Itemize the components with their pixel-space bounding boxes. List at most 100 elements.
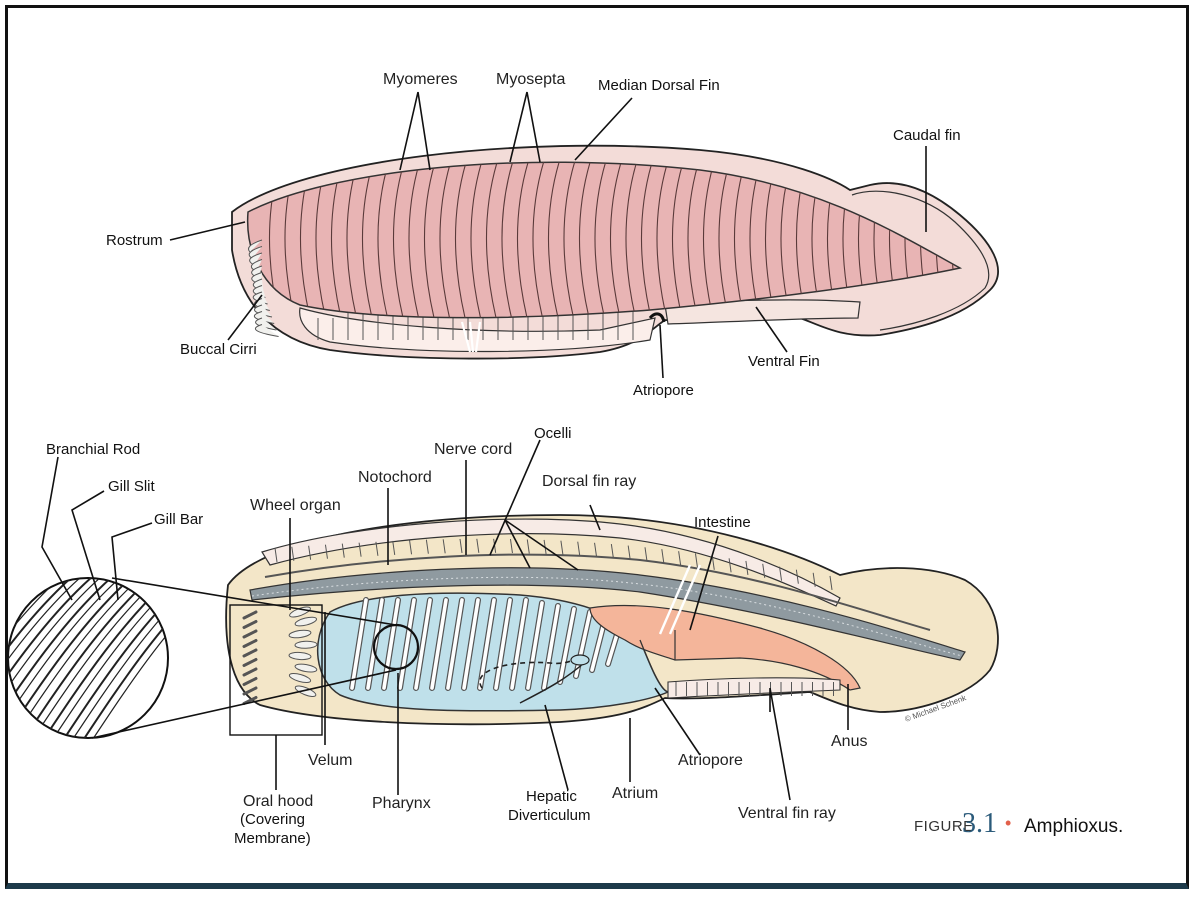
dorsal-fin-ray-line	[627, 545, 631, 560]
myomere-line	[516, 162, 533, 318]
dorsal-fin-ray-line	[324, 544, 328, 559]
oral-cirrus	[242, 658, 258, 667]
top-animal	[231, 144, 999, 360]
bottom-leader-lines	[41, 439, 849, 801]
buccal-cirrus	[248, 239, 263, 253]
oral-cirrus	[242, 629, 258, 639]
zoom-gill-bar-line	[8, 578, 141, 738]
dorsal-fin-ray-line	[291, 546, 295, 561]
zoom-gill-bar-line	[8, 578, 121, 738]
label-atriopore-top: Atriopore	[633, 382, 694, 399]
label-ventral-fin-ray: Ventral fin ray	[738, 805, 836, 822]
gill-slit-fill	[542, 604, 560, 690]
wheel-organ-finger	[294, 616, 318, 627]
dorsal-fin-ray-line	[392, 540, 396, 556]
label-hepatic: Hepatic	[526, 788, 577, 805]
wheel-organ-finger	[294, 640, 318, 649]
dorsal-fin-ray-line	[476, 538, 480, 553]
dorsal-fin-ray-line	[594, 542, 598, 557]
zoom-gill-bar-line	[69, 578, 168, 738]
myomere-line	[547, 162, 564, 318]
zoom-gill-bar-line	[58, 578, 168, 738]
myomere-line	[578, 162, 595, 318]
label-gill-slit: Gill Slit	[108, 478, 156, 495]
dorsal-fin-ray-line	[661, 549, 665, 564]
myomere-line	[594, 162, 611, 318]
oral-cirrus	[242, 686, 258, 696]
dorsal-fin-ray-line	[459, 538, 463, 554]
zoom-gill-bar-line	[8, 578, 101, 738]
myomere-line	[470, 162, 487, 318]
dorsal-fin-ray-line	[829, 575, 833, 591]
label-intestine: Intestine	[694, 514, 751, 531]
label-branchial-rod: Branchial Rod	[46, 441, 140, 458]
label-oral-hood-sub1: (Covering	[240, 811, 305, 828]
dorsal-fin-ray-line	[610, 544, 614, 559]
label-nerve-cord: Nerve cord	[434, 441, 512, 458]
label-ventral-fin: Ventral Fin	[748, 353, 820, 370]
label-dorsal-fin-ray: Dorsal fin ray	[542, 473, 636, 490]
buccal-cirrus	[255, 317, 277, 331]
label-pharynx: Pharynx	[372, 795, 431, 812]
gill-slit-fill	[478, 598, 496, 690]
top-muscle-mass	[246, 161, 963, 319]
dorsal-fin-ray-line	[308, 545, 312, 560]
label-buccal-cirri: Buccal Cirri	[180, 341, 257, 358]
myomere-line	[485, 162, 502, 318]
dorsal-fin-ray-line	[358, 542, 362, 557]
dorsal-fin-ray-line	[577, 541, 581, 556]
myomere-line	[625, 162, 642, 318]
dorsal-fin-ray-line	[341, 543, 345, 558]
myomere-line	[532, 162, 549, 318]
zoom-gill-bar-line	[8, 578, 130, 738]
zoom-gill-bar-line	[8, 578, 110, 738]
myomere-line	[640, 162, 657, 318]
gill-slit-fill	[494, 598, 512, 690]
wheel-organ-finger	[288, 651, 312, 661]
dorsal-fin-ray-line	[560, 540, 564, 555]
caption-bullet: •	[1005, 813, 1011, 833]
label-caudal-fin: Caudal fin	[893, 127, 961, 144]
dorsal-fin-ray-line	[442, 539, 446, 554]
pharynx-gill-slits	[349, 597, 625, 691]
oral-cirrus	[242, 620, 258, 629]
dorsal-fin-ray-line	[375, 541, 379, 556]
figure-caption: FIGURE 3.1 • Amphioxus.	[914, 808, 1123, 839]
zoom-gill-bar-line	[8, 578, 81, 738]
dorsal-fin-ray-line	[509, 538, 513, 554]
myomere-line	[439, 162, 456, 318]
gill-slit-fill	[430, 598, 448, 690]
zoom-gill-bar-line	[8, 578, 70, 738]
myomere-line	[423, 162, 440, 318]
wheel-organ-drawing	[242, 606, 318, 705]
dorsal-fin-ray-line	[711, 555, 715, 570]
myomere-line	[671, 162, 688, 318]
buccal-cirrus	[254, 324, 279, 337]
oral-cirrus	[242, 677, 258, 686]
caption-title: Amphioxus.	[1024, 816, 1123, 837]
oral-cirrus	[242, 696, 258, 705]
label-rostrum: Rostrum	[106, 232, 163, 249]
dorsal-fin-ray-line	[694, 553, 698, 568]
wheel-organ-finger	[288, 672, 312, 684]
label-atriopore-bottom: Atriopore	[678, 752, 743, 769]
oral-cirrus	[242, 639, 258, 648]
bottom-animal: © Michael Schenk	[225, 514, 999, 736]
dorsal-fin-ray-line	[795, 569, 799, 584]
dorsal-fin-ray-line	[779, 566, 783, 581]
pharynx-drawing	[317, 592, 671, 712]
dorsal-fin-ray-line	[526, 539, 530, 554]
caption-figure-number: 3.1	[962, 808, 997, 839]
wheel-organ-finger	[288, 629, 312, 639]
gill-slit-fill	[414, 598, 432, 690]
wheel-organ-finger	[294, 685, 317, 697]
buccal-cirrus	[253, 311, 275, 324]
dorsal-fin-ray-line	[274, 547, 278, 563]
gill-slit-fill	[398, 598, 416, 690]
gill-slit-fill	[382, 598, 400, 690]
gill-slit-fill	[462, 598, 480, 690]
top-leader-lines	[169, 91, 927, 379]
gill-slit-fill	[446, 598, 464, 690]
myomere-line	[563, 162, 580, 318]
label-wheel-organ: Wheel organ	[250, 497, 341, 514]
